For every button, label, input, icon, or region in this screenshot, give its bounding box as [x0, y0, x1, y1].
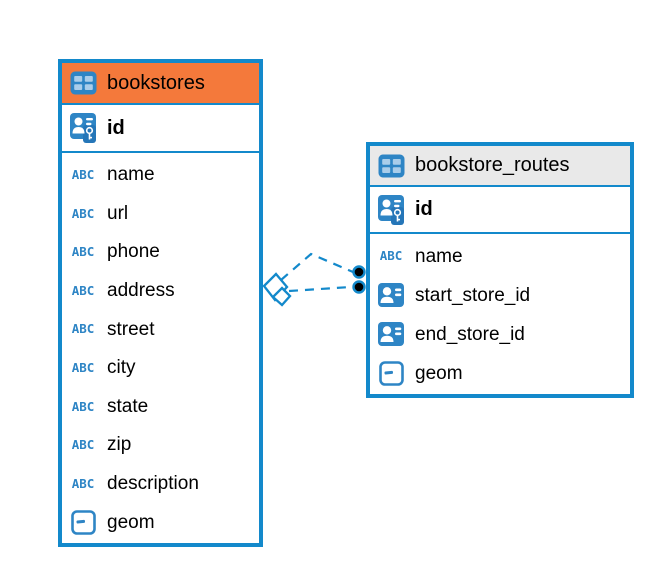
- column-row[interactable]: geom: [370, 354, 630, 393]
- text-type-icon: ABC: [71, 437, 95, 453]
- text-type-icon: ABC: [71, 475, 95, 491]
- relationship-dashed-path: [288, 285, 352, 293]
- column-row[interactable]: ABC name: [370, 237, 630, 276]
- relationship-target-dot: [352, 280, 366, 294]
- column-row[interactable]: end_store_id: [370, 315, 630, 354]
- column-label: street: [107, 318, 155, 340]
- column-label: zip: [107, 434, 132, 456]
- column-row-pk[interactable]: id: [62, 105, 259, 153]
- column-row[interactable]: ABC name: [62, 156, 259, 195]
- column-list: ABC name ABC url ABC phone ABC address A…: [62, 153, 259, 542]
- person-key-icon: [377, 194, 405, 225]
- column-label: id: [107, 116, 125, 139]
- table-icon: [377, 154, 405, 178]
- entity-bookstore-routes-header[interactable]: bookstore_routes: [370, 146, 630, 187]
- column-row-pk[interactable]: id: [370, 187, 630, 234]
- relationship-target-dot: [352, 265, 366, 279]
- text-type-icon: ABC: [71, 398, 95, 414]
- column-label: start_store_id: [415, 284, 531, 306]
- text-type-icon: ABC: [71, 360, 95, 376]
- column-label: name: [415, 245, 463, 267]
- text-type-icon: ABC: [71, 282, 95, 298]
- column-row[interactable]: ABC phone: [62, 233, 259, 272]
- person-key-icon: [69, 113, 97, 143]
- column-row[interactable]: geom: [62, 503, 259, 542]
- column-list: ABC name start_store_id: [370, 234, 630, 393]
- column-row[interactable]: start_store_id: [370, 276, 630, 315]
- column-row[interactable]: ABC address: [62, 272, 259, 311]
- entity-bookstores[interactable]: bookstores id ABC na: [58, 59, 263, 547]
- column-row[interactable]: ABC street: [62, 310, 259, 349]
- person-ref-icon: [377, 283, 405, 308]
- column-label: address: [107, 280, 175, 302]
- relationship-source-diamond-marker: [262, 272, 292, 307]
- entity-bookstore-routes[interactable]: bookstore_routes id ABC: [366, 142, 634, 398]
- geometry-type-icon: [377, 361, 405, 386]
- column-label: end_store_id: [415, 323, 525, 345]
- entity-title: bookstores: [107, 71, 205, 94]
- column-row[interactable]: ABC zip: [62, 426, 259, 465]
- column-label: url: [107, 202, 129, 224]
- relationship-line-lower[interactable]: [288, 285, 352, 293]
- relationship-line-upper[interactable]: [280, 252, 354, 281]
- text-type-icon: ABC: [71, 205, 95, 221]
- column-row[interactable]: ABC city: [62, 349, 259, 388]
- column-label: description: [107, 473, 199, 495]
- column-label: name: [107, 164, 155, 186]
- column-row[interactable]: ABC state: [62, 388, 259, 427]
- text-type-icon: ABC: [379, 248, 403, 264]
- entity-title: bookstore_routes: [415, 154, 570, 176]
- geometry-type-icon: [69, 510, 97, 535]
- relationship-dashed-path: [280, 252, 354, 281]
- column-label: id: [415, 198, 433, 220]
- column-label: geom: [415, 362, 463, 384]
- table-icon: [69, 71, 97, 95]
- text-type-icon: ABC: [71, 321, 95, 337]
- column-label: geom: [107, 511, 155, 533]
- column-label: phone: [107, 241, 160, 263]
- column-label: state: [107, 395, 149, 417]
- text-type-icon: ABC: [71, 167, 95, 183]
- column-label: city: [107, 357, 136, 379]
- person-ref-icon: [377, 322, 405, 347]
- text-type-icon: ABC: [71, 244, 95, 260]
- column-row[interactable]: ABC url: [62, 195, 259, 234]
- column-row[interactable]: ABC description: [62, 465, 259, 504]
- entity-bookstores-header[interactable]: bookstores: [62, 63, 259, 105]
